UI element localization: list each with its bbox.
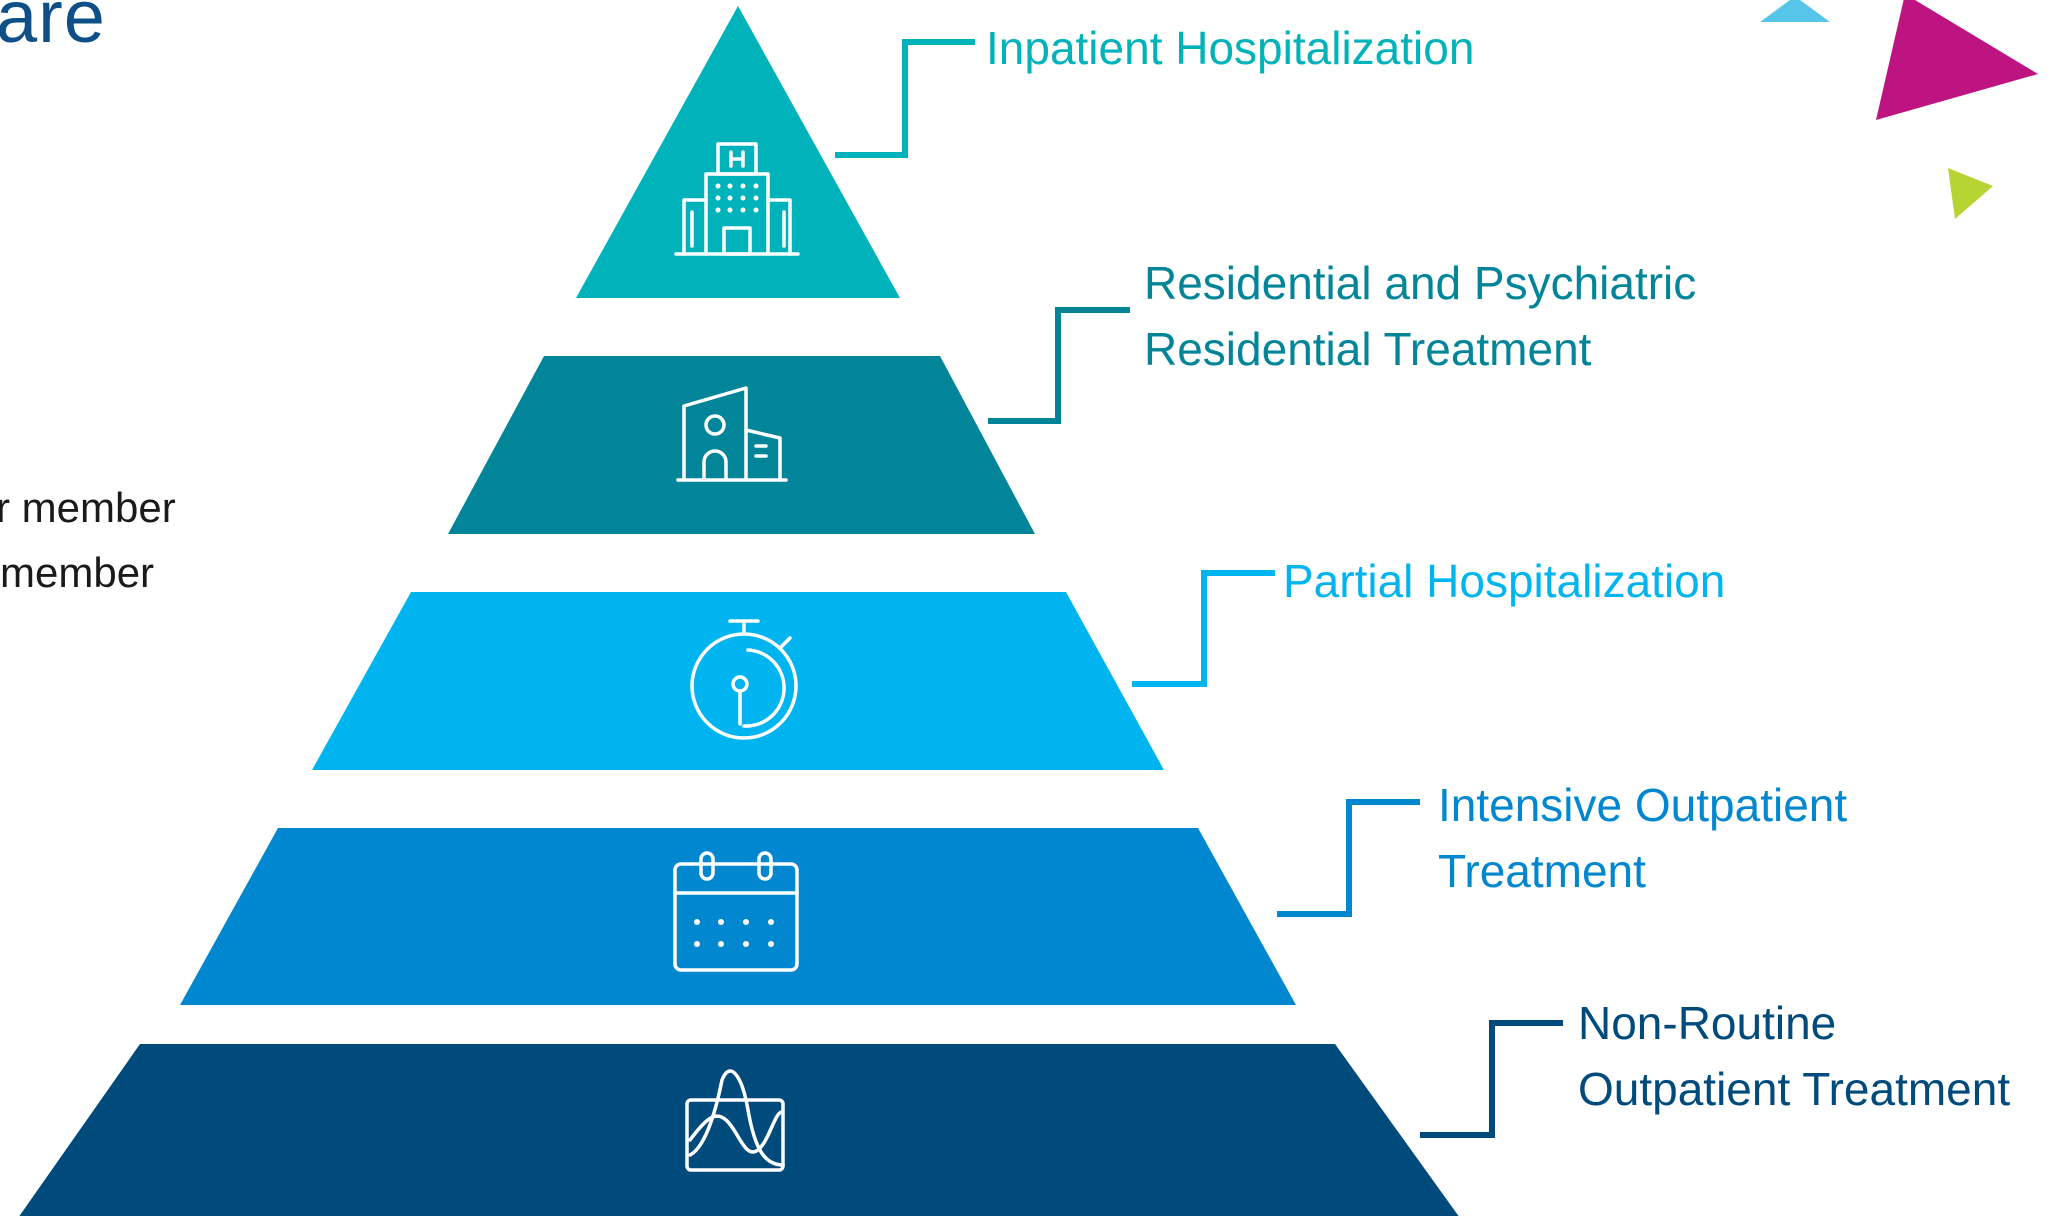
tier-label-3: Partial Hospitalization xyxy=(1283,548,1725,614)
pyramid-tier-3 xyxy=(312,592,1164,770)
tier-1-label-line-1: Inpatient Hospitalization xyxy=(986,22,1475,74)
tier-5-label-line-1: Non-Routine xyxy=(1578,997,1837,1049)
tier-label-1: Inpatient Hospitalization xyxy=(986,15,1474,81)
connector-tier-5 xyxy=(1420,1020,1563,1138)
side-text-line-2: member xyxy=(0,549,155,596)
light-blue-triangle xyxy=(1760,0,1830,22)
slide-title-fragment: are xyxy=(0,0,106,58)
residential-house-icon xyxy=(676,386,788,482)
pyramid-tier-2 xyxy=(448,356,1035,534)
tier-label-4: Intensive Outpatient Treatment xyxy=(1438,772,1847,904)
tier-label-5: Non-Routine Outpatient Treatment xyxy=(1578,990,2010,1122)
calendar-icon xyxy=(673,851,799,972)
tier-2-label-line-1: Residential and Psychiatric xyxy=(1144,257,1697,309)
stopwatch-icon xyxy=(690,619,798,740)
pyramid-tier-4 xyxy=(180,828,1296,1005)
tier-4-label-line-2: Treatment xyxy=(1438,845,1646,897)
tier-5-label-line-2: Outpatient Treatment xyxy=(1578,1063,2011,1115)
connector-tier-2 xyxy=(988,307,1130,424)
lime-triangle xyxy=(1948,168,1993,219)
connector-tier-4 xyxy=(1277,799,1420,917)
pyramid-tier-5 xyxy=(19,1044,1459,1216)
hospital-building-icon xyxy=(674,142,800,256)
connector-tier-1 xyxy=(835,39,975,158)
tier-2-label-line-2: Residential Treatment xyxy=(1144,323,1592,375)
tier-label-2: Residential and Psychiatric Residential … xyxy=(1144,250,1696,382)
tier-4-label-line-1: Intensive Outpatient xyxy=(1438,779,1848,831)
side-text-line-1: r member xyxy=(0,484,176,531)
waveform-chart-icon xyxy=(685,1069,785,1172)
magenta-triangle xyxy=(1876,0,2038,120)
tier-3-label-line-1: Partial Hospitalization xyxy=(1283,555,1726,607)
pyramid-tier-1 xyxy=(576,6,900,298)
connector-tier-3 xyxy=(1132,570,1275,687)
